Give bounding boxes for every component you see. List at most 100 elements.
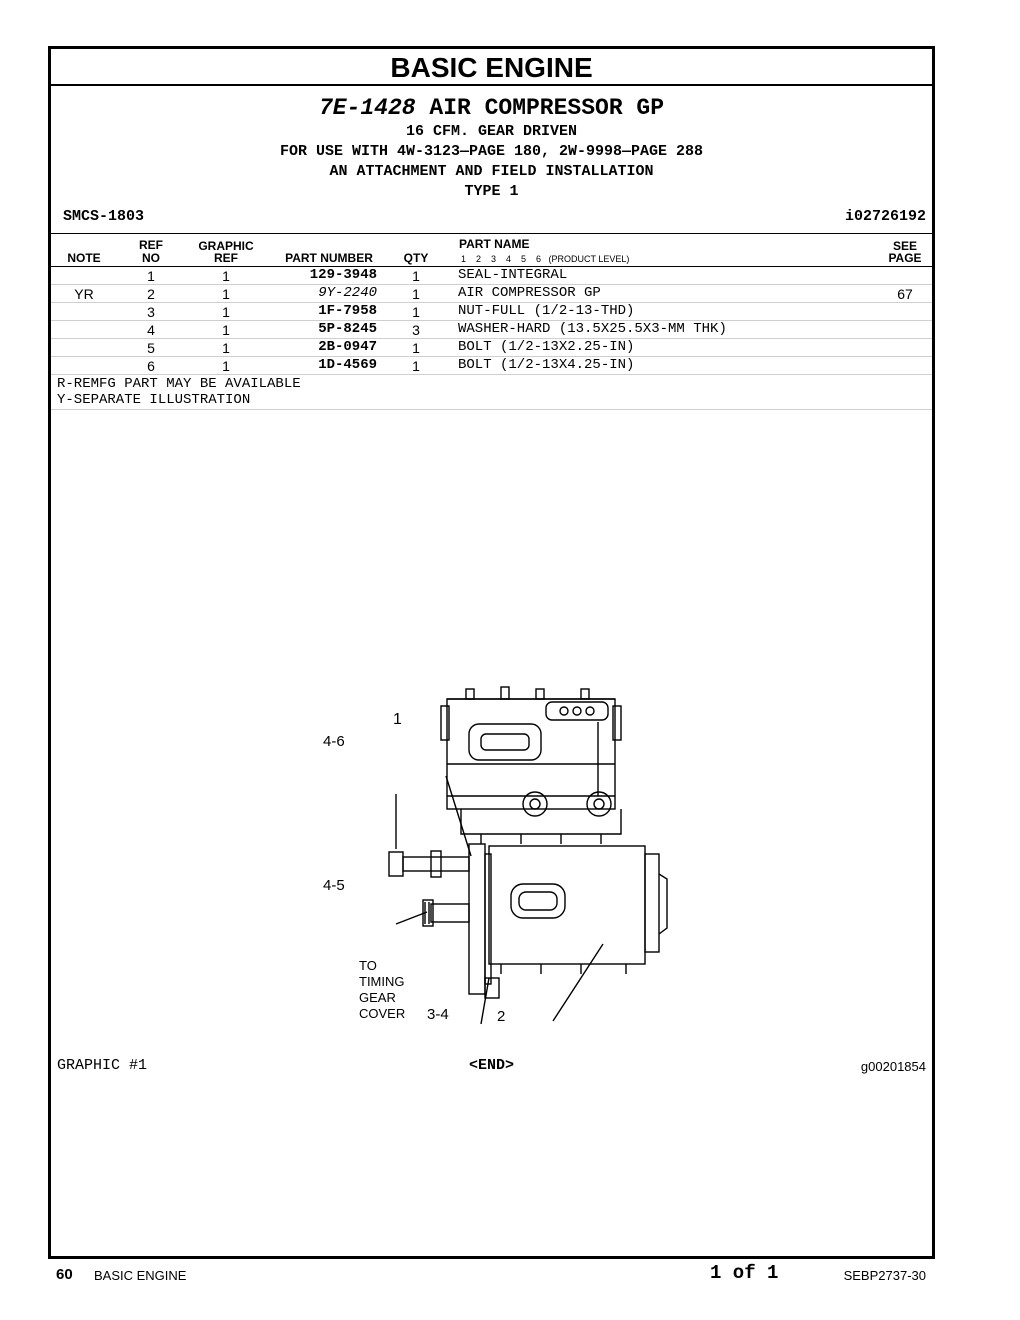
crankcase <box>488 845 646 965</box>
row-note: YR <box>74 286 94 302</box>
footnotes: R-REMFG PART MAY BE AVAILABLE Y-SEPARATE… <box>51 376 932 410</box>
header-graphic-bottom: REF <box>214 251 238 265</box>
row-ref: 5 <box>147 340 155 356</box>
header-see-bottom: PAGE <box>888 251 922 265</box>
header-ref-top: REF <box>139 238 163 252</box>
row-graphic: 1 <box>222 304 230 320</box>
head-nameplate <box>545 701 609 721</box>
row-ref: 3 <box>147 304 155 320</box>
nut-3-4 <box>484 977 500 999</box>
info-id: i02726192 <box>844 208 926 225</box>
header-ref-bottom: NO <box>142 251 160 265</box>
valve-cover-inner <box>480 733 530 751</box>
smcs-code: SMCS-1803 <box>63 208 145 225</box>
head-bolt <box>580 688 590 700</box>
leader-3-4 <box>480 977 490 1025</box>
row-see-page: 67 <box>897 286 913 302</box>
table-row: YR 2 1 9Y-2240 1 AIR COMPRESSOR GP 67 <box>51 285 932 303</box>
footnote: Y-SEPARATE ILLUSTRATION <box>57 392 251 408</box>
group-line: FOR USE WITH 4W-3123—PAGE 180, 2W-9998—P… <box>279 143 704 160</box>
group-title-block: 7E-1428 AIR COMPRESSOR GP 16 CFM. GEAR D… <box>51 94 932 202</box>
footer-page-of: 1 of 1 <box>710 1262 779 1284</box>
port-right <box>586 791 612 817</box>
leader-4-5 <box>395 911 428 925</box>
group-part-number: 7E-1428 <box>318 95 416 121</box>
row-qty: 1 <box>412 358 420 374</box>
row-part-name: BOLT (1/2-13X2.25-IN) <box>458 339 635 355</box>
callout-4-6: 4-6 <box>323 733 345 750</box>
table-row: 1 1 129-3948 1 SEAL-INTEGRAL <box>51 267 932 285</box>
footer-section: BASIC ENGINE <box>94 1268 187 1283</box>
group-line: TYPE 1 <box>464 183 519 200</box>
footer-page-number: 60 <box>56 1266 73 1283</box>
table-row: 5 1 2B-0947 1 BOLT (1/2-13X2.25-IN) <box>51 339 932 357</box>
callout-line: GEAR <box>359 990 396 1005</box>
table-row: 4 1 5P-8245 3 WASHER-HARD (13.5X25.5X3-M… <box>51 321 932 339</box>
air-compressor-illustration <box>388 686 668 1025</box>
section-title: BASIC ENGINE <box>51 49 932 86</box>
port-left <box>522 791 548 817</box>
row-ref: 1 <box>147 268 155 284</box>
crankcase-cover-inner <box>518 891 558 911</box>
head-bolt <box>500 686 510 700</box>
head-bolt <box>465 688 475 700</box>
row-part-number: 5P-8245 <box>318 321 377 337</box>
drive-shaft <box>430 903 470 923</box>
callout-line: COVER <box>359 1006 406 1021</box>
port-left-center <box>529 798 541 810</box>
table-row: 3 1 1F-7958 1 NUT-FULL (1/2-13-THD) <box>51 303 932 321</box>
header-part-name: PART NAME <box>459 237 530 251</box>
washer <box>430 850 442 878</box>
row-ref: 4 <box>147 322 155 338</box>
row-part-number: 1F-7958 <box>318 303 377 319</box>
row-graphic: 1 <box>222 268 230 284</box>
graphic-id: g00201854 <box>860 1059 926 1074</box>
row-qty: 1 <box>412 304 420 320</box>
group-title: 7E-1428 AIR COMPRESSOR GP <box>51 94 932 122</box>
head-lug-left <box>440 705 450 741</box>
leader-1 <box>445 775 472 857</box>
callout-timing-gear-cover: TO TIMING GEAR COVER <box>359 958 405 1022</box>
row-graphic: 1 <box>222 286 230 302</box>
row-part-name: BOLT (1/2-13X4.25-IN) <box>458 357 635 373</box>
callout-line: TO <box>359 958 377 973</box>
row-ref: 6 <box>147 358 155 374</box>
nameplate-dot <box>559 706 569 716</box>
nameplate-dot <box>585 706 595 716</box>
callout-4-5: 4-5 <box>323 877 345 894</box>
header-note: NOTE <box>67 251 101 265</box>
footer-doc-number: SEBP2737-30 <box>843 1268 926 1283</box>
crankcase-endcap <box>644 853 660 953</box>
row-part-number: 129-3948 <box>309 267 377 283</box>
row-part-name: SEAL-INTEGRAL <box>458 267 568 283</box>
table-row: 6 1 1D-4569 1 BOLT (1/2-13X4.25-IN) <box>51 357 932 375</box>
mounting-flange <box>468 843 486 995</box>
parts-table-header: NOTE REF NO GRAPHIC REF PART NUMBER QTY … <box>51 233 932 267</box>
head-lower-body <box>460 809 622 835</box>
valve-cover <box>468 723 542 761</box>
header-graphic-top: GRAPHIC <box>198 239 254 253</box>
callout-line: TIMING <box>359 974 405 989</box>
row-part-name: NUT-FULL (1/2-13-THD) <box>458 303 635 319</box>
row-ref: 2 <box>147 286 155 302</box>
row-qty: 1 <box>412 268 420 284</box>
row-qty: 3 <box>412 322 420 338</box>
callout-3-4: 3-4 <box>427 1006 449 1023</box>
row-qty: 1 <box>412 340 420 356</box>
header-product-level: 1 2 3 4 5 6 (PRODUCT LEVEL) <box>461 254 630 264</box>
page-frame: BASIC ENGINE 7E-1428 AIR COMPRESSOR GP 1… <box>48 46 935 1259</box>
row-part-name: AIR COMPRESSOR GP <box>458 285 601 301</box>
row-graphic: 1 <box>222 322 230 338</box>
row-part-number: 2B-0947 <box>318 339 377 355</box>
group-line: AN ATTACHMENT AND FIELD INSTALLATION <box>329 163 654 180</box>
port-right-center <box>593 798 605 810</box>
head-lug-right <box>612 705 622 741</box>
graphic-label: GRAPHIC #1 <box>57 1057 148 1074</box>
crankcase-cover <box>510 883 566 919</box>
bolt-4-6-shank <box>402 856 470 872</box>
callout-1: 1 <box>393 711 402 728</box>
row-part-number: 1D-4569 <box>318 357 377 373</box>
leader-2 <box>552 943 604 1022</box>
footnote: R-REMFG PART MAY BE AVAILABLE <box>57 376 301 392</box>
header-part-number: PART NUMBER <box>285 251 373 265</box>
